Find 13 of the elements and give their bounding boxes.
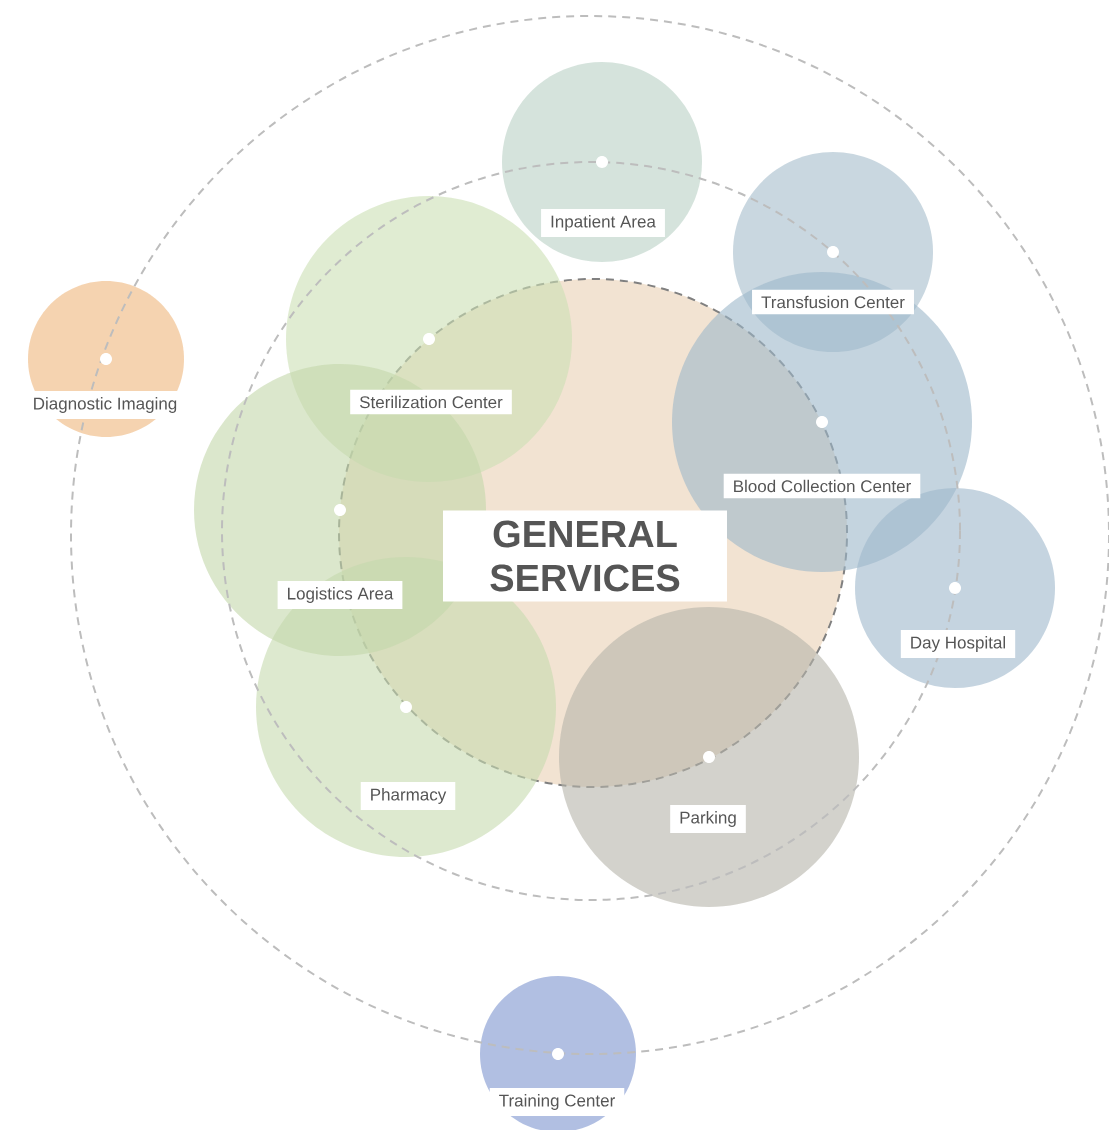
area-label: Blood Collection Center (723, 473, 921, 499)
area-circle (502, 62, 702, 262)
area-label: Day Hospital (900, 630, 1016, 658)
area-label: Pharmacy (360, 782, 456, 810)
area-label: Logistics Area (277, 581, 403, 609)
area-label: Diagnostic Imaging (23, 391, 187, 419)
area-label: Transfusion Center (752, 289, 914, 315)
area-circle (559, 607, 859, 907)
title-box: GENERAL SERVICES (443, 510, 727, 602)
area-label: Inpatient Area (541, 209, 665, 237)
area-label: Training Center (489, 1088, 625, 1116)
area-label: Parking (670, 805, 746, 833)
area-label: Sterilization Center (350, 389, 512, 415)
